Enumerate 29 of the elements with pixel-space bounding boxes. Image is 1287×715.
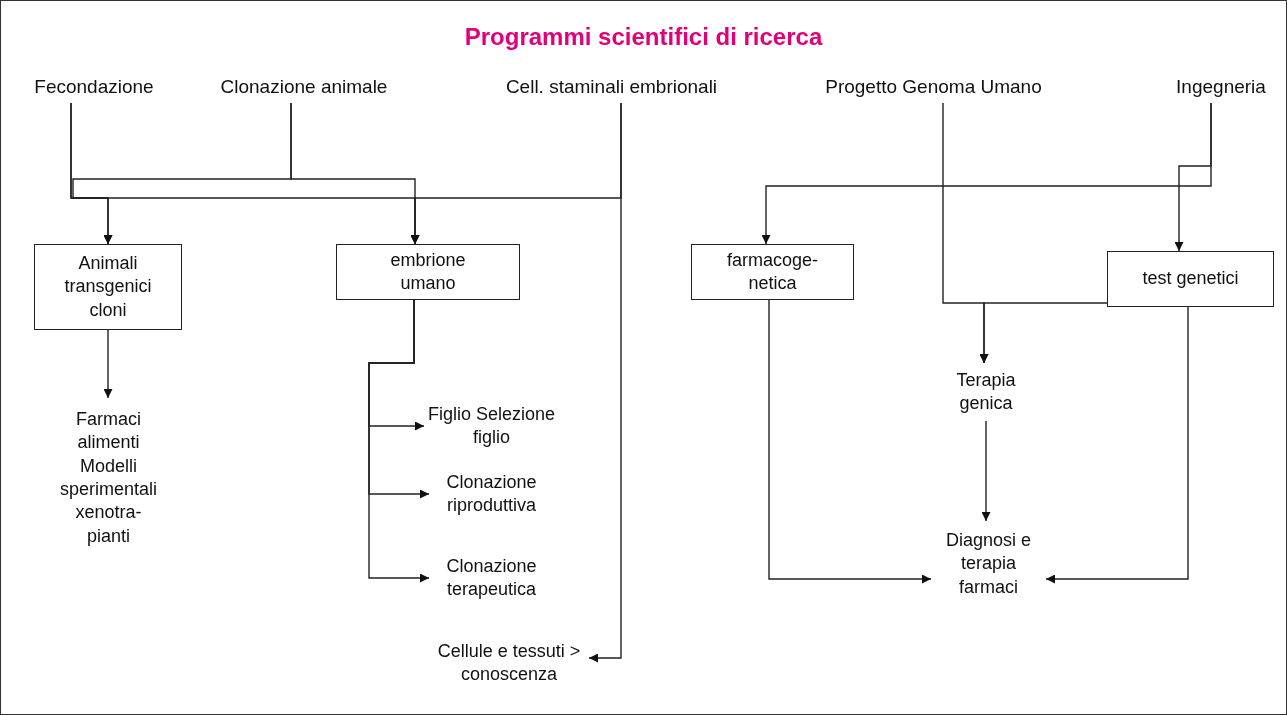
node-label: Clonazione animale — [220, 74, 388, 99]
node-label: Terapia genica — [955, 368, 1017, 415]
node-label: Clonazione terapeutica — [445, 554, 538, 601]
box-label: farmacoge- netica — [725, 248, 819, 295]
diagram-title: Programmi scientifici di ricerca — [463, 23, 824, 51]
node-label: Figlio Selezione figlio — [426, 402, 557, 449]
arrow — [588, 102, 622, 663]
arrow — [979, 302, 1108, 364]
process-box — [691, 244, 854, 300]
box-label: embrione umano — [389, 248, 467, 295]
node-label: Clonazione riproduttiva — [445, 470, 538, 517]
node-label: Farmaci alimenti Modelli sperimentali xenotra- pianti — [58, 407, 158, 548]
node-label: Cellule e tessuti > conoscenza — [436, 639, 582, 686]
box-label: test genetici — [1142, 267, 1239, 291]
process-box — [336, 244, 520, 300]
arrow — [768, 299, 932, 584]
node-label: Diagnosi e terapia farmaci — [944, 528, 1033, 599]
node-label: Ingegneria — [1176, 74, 1266, 99]
process-box — [1107, 251, 1274, 307]
arrow — [981, 420, 991, 522]
arrow — [1045, 306, 1189, 584]
node-label: Cell. staminali embrionali — [505, 74, 718, 99]
arrow — [103, 329, 113, 399]
box-label: Animali transgenici cloni — [63, 251, 153, 322]
arrow — [1174, 102, 1212, 252]
node-label: Fecondazione — [34, 74, 154, 99]
arrow — [368, 299, 430, 583]
node-label: Progetto Genoma Umano — [825, 74, 1042, 99]
process-box — [34, 244, 182, 330]
